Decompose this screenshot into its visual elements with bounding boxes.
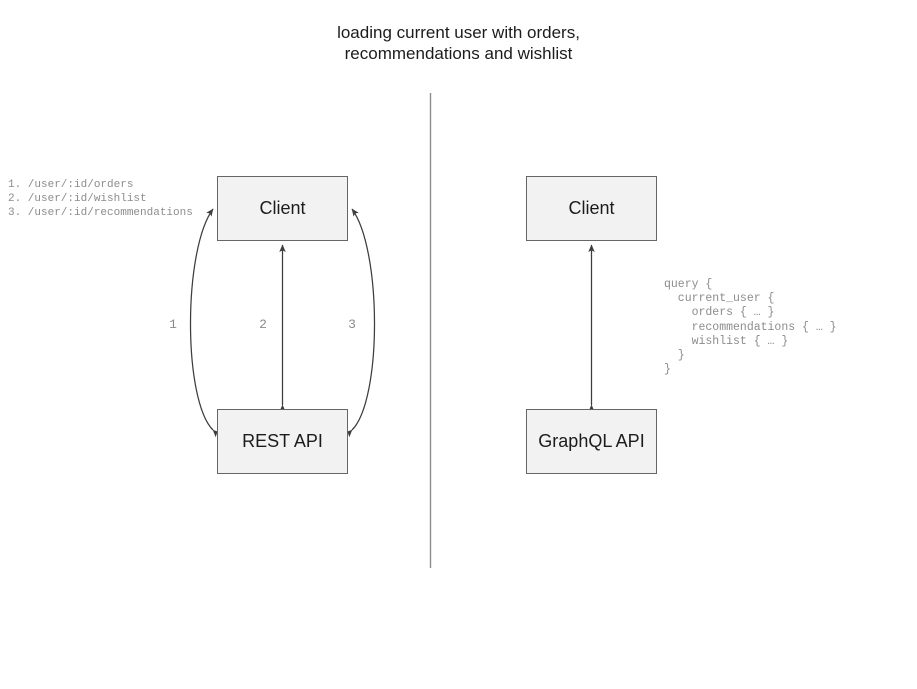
node-graphql-api-label: GraphQL API: [538, 431, 645, 451]
rest-endpoint-list: 1. /user/:id/orders 2. /user/:id/wishlis…: [8, 179, 193, 219]
graphql-query-annotation: query { current_user { orders { … } reco…: [664, 278, 837, 377]
node-graphql-api[interactable]: GraphQL API: [526, 409, 657, 474]
node-client-rest[interactable]: Client: [217, 176, 348, 241]
rest-edge-3: [344, 208, 376, 438]
node-rest-api[interactable]: REST API: [217, 409, 348, 474]
node-client-graphql-label: Client: [568, 198, 615, 218]
rest-edge-1-label: 1: [169, 317, 177, 332]
node-rest-api-label: REST API: [242, 431, 323, 451]
diagram-title: loading current user with orders, recomm…: [337, 23, 580, 63]
node-client-rest-label: Client: [259, 198, 306, 218]
rest-edge-2-label: 2: [259, 317, 267, 332]
rest-edge-1: [189, 208, 221, 438]
node-client-graphql[interactable]: Client: [526, 176, 657, 241]
rest-edge-3-label: 3: [348, 317, 356, 332]
